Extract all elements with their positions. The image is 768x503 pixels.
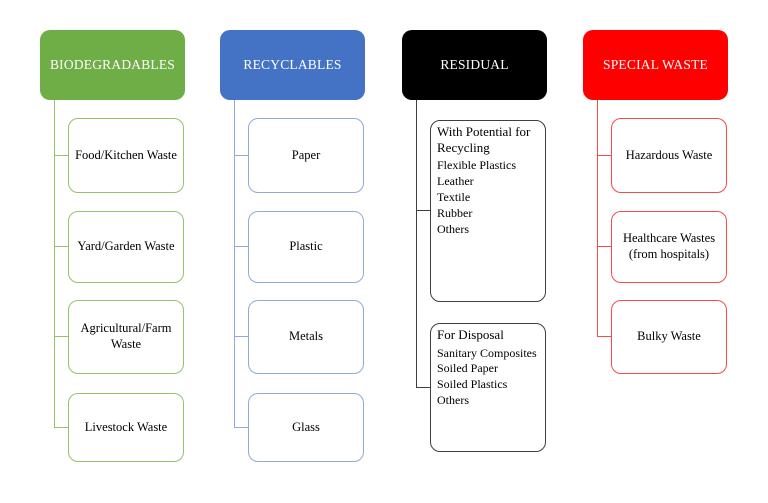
- item-line: Others: [437, 221, 469, 236]
- connector-trunk-residual: [416, 100, 417, 388]
- item-healthcare-wastes: Healthcare Wastes (from hospitals): [611, 211, 727, 283]
- header-special-waste: SPECIAL WASTE: [583, 30, 728, 100]
- column-biodegradables: BIODEGRADABLES Food/Kitchen Waste Yard/G…: [40, 0, 192, 503]
- item-label: Hazardous Waste: [625, 147, 713, 162]
- item-label: Glass: [292, 419, 320, 434]
- connector-branch: [597, 155, 612, 156]
- header-recyclables: RECYCLABLES: [220, 30, 365, 100]
- item-label: Food/Kitchen Waste: [75, 147, 177, 162]
- item-title: For Disposal: [437, 327, 504, 342]
- connector-branch: [54, 427, 69, 428]
- item-with-potential-for-recycling: With Potential for Recycling Flexible Pl…: [430, 120, 546, 302]
- item-livestock-waste: Livestock Waste: [68, 393, 184, 462]
- item-plastic: Plastic: [248, 211, 364, 283]
- item-label: Agricultural/Farm Waste: [80, 321, 172, 351]
- header-residual: RESIDUAL: [402, 30, 547, 100]
- item-label: Metals: [288, 329, 324, 344]
- item-line: Rubber: [437, 205, 473, 220]
- connector-branch: [234, 336, 249, 337]
- connector-trunk-biodegradables: [54, 100, 55, 428]
- item-paper: Paper: [248, 118, 364, 193]
- column-recyclables: RECYCLABLES Paper Plastic Metals Glass: [220, 0, 372, 503]
- item-label: Paper: [291, 147, 321, 162]
- connector-branch: [416, 387, 431, 388]
- item-line: Textile: [437, 189, 471, 204]
- item-metals: Metals: [248, 300, 364, 374]
- item-label: Yard/Garden Waste: [77, 239, 175, 254]
- item-for-disposal: For Disposal Sanitary Composites Soiled …: [430, 323, 546, 452]
- item-label: Livestock Waste: [84, 419, 168, 434]
- item-glass: Glass: [248, 393, 364, 462]
- connector-trunk-recyclables: [234, 100, 235, 428]
- connector-branch: [597, 336, 612, 337]
- item-line: Sanitary Composites: [437, 345, 537, 360]
- item-bulky-waste: Bulky Waste: [611, 300, 727, 374]
- connector-branch: [416, 210, 431, 211]
- item-label: Bulky Waste: [637, 329, 701, 344]
- item-yard-garden-waste: Yard/Garden Waste: [68, 211, 184, 283]
- item-title: With Potential for Recycling: [437, 124, 531, 155]
- connector-branch: [54, 246, 69, 247]
- connector-branch: [54, 336, 69, 337]
- connector-branch: [597, 246, 612, 247]
- column-special-waste: SPECIAL WASTE Hazardous Waste Healthcare…: [583, 0, 735, 503]
- item-line: Flexible Plastics: [437, 158, 516, 173]
- item-label: Healthcare Wastes (from hospitals): [622, 231, 716, 261]
- column-residual: RESIDUAL With Potential for Recycling Fl…: [402, 0, 554, 503]
- item-line: Leather: [437, 174, 474, 189]
- connector-branch: [234, 246, 249, 247]
- item-label: Plastic: [289, 239, 323, 254]
- connector-branch: [54, 155, 69, 156]
- item-line: Soiled Plastics: [437, 377, 508, 392]
- connector-branch: [234, 155, 249, 156]
- item-line: Others: [437, 393, 469, 408]
- header-biodegradables: BIODEGRADABLES: [40, 30, 185, 100]
- connector-branch: [234, 427, 249, 428]
- item-line: Soiled Paper: [437, 361, 498, 376]
- connector-trunk-special-waste: [597, 100, 598, 337]
- item-agricultural-farm-waste: Agricultural/Farm Waste: [68, 300, 184, 374]
- item-hazardous-waste: Hazardous Waste: [611, 118, 727, 193]
- item-food-kitchen-waste: Food/Kitchen Waste: [68, 118, 184, 193]
